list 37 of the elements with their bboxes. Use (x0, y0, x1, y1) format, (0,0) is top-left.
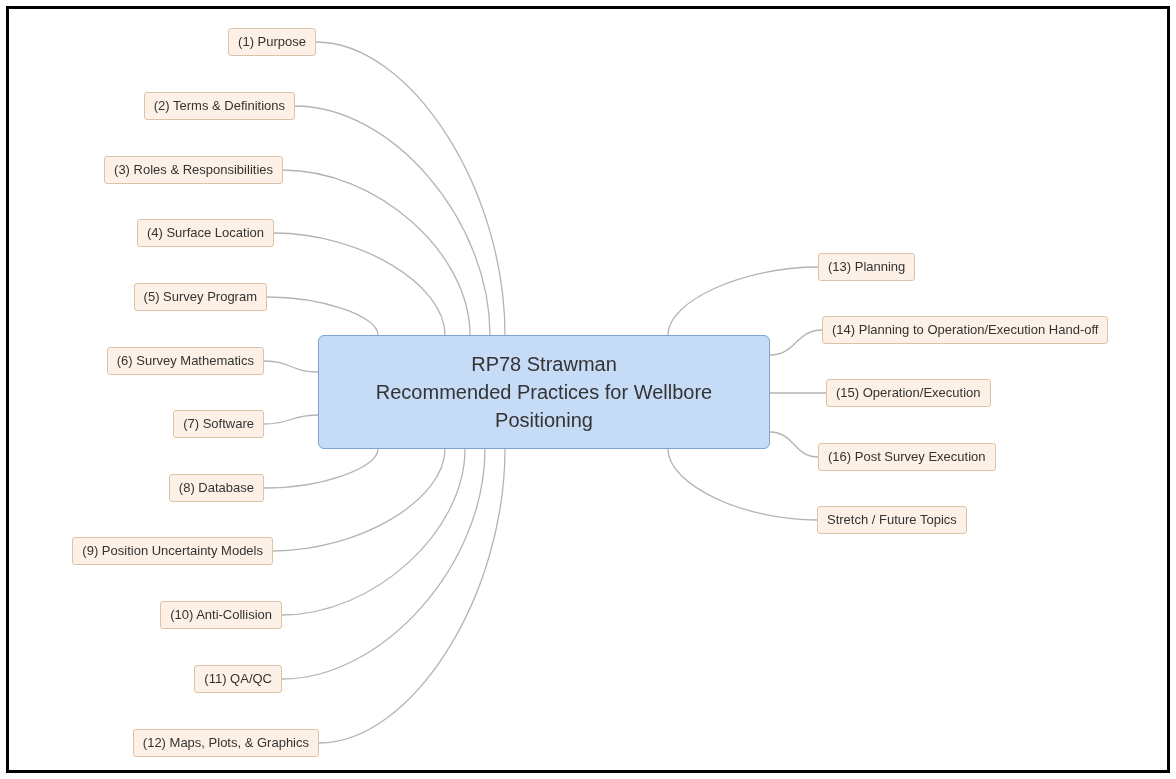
connector-line (281, 448, 466, 616)
topic-box: (3) Roles & Responsibilities (104, 156, 283, 184)
connector-line (273, 232, 446, 336)
topic-box: (14) Planning to Operation/Execution Hand-off (822, 316, 1109, 344)
topic-box: (16) Post Survey Execution (818, 443, 996, 471)
connector-line (667, 448, 818, 521)
connector-line (281, 448, 486, 680)
connector-line (315, 41, 506, 336)
topic-box: (15) Operation/Execution (826, 379, 991, 407)
central-title: RP78 Strawman (471, 352, 617, 377)
topic-box: (11) QA/QC (194, 665, 282, 693)
central-topic-box (318, 335, 770, 449)
topic-box: (12) Maps, Plots, & Graphics (132, 729, 319, 757)
connector-line (272, 448, 446, 552)
connector-line (769, 329, 823, 356)
topic-box: Stretch / Future Topics (817, 506, 967, 534)
topic-box: (1) Purpose (228, 28, 316, 56)
connector-line (282, 169, 471, 336)
connector-line (769, 392, 827, 394)
topic-box: (10) Anti-Collision (160, 601, 282, 629)
topic-box: (5) Survey Program (133, 283, 267, 311)
topic-box: (9) Position Uncertainty Models (72, 537, 273, 565)
topic-box: (2) Terms & Definitions (143, 92, 295, 120)
topic-box: (4) Surface Location (136, 219, 274, 247)
topic-box: (7) Software (173, 410, 264, 438)
connector-line (263, 414, 319, 425)
connector-line (266, 296, 379, 336)
topic-box: (13) Planning (818, 253, 916, 281)
connector-line (769, 431, 819, 458)
central-subtitle: Recommended Practices for Wellbore Positioning (374, 380, 714, 433)
connector-line (263, 448, 379, 489)
connector-line (263, 360, 319, 373)
connector-line (667, 266, 819, 336)
topic-box: (6) Survey Mathematics (106, 347, 264, 375)
topic-box: (8) Database (168, 474, 264, 502)
connector-line (294, 105, 491, 336)
connector-line (318, 448, 506, 744)
